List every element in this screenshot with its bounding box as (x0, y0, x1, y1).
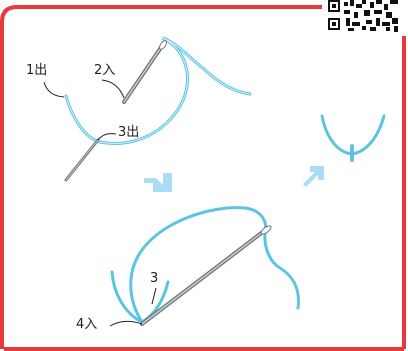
thread-step1-inner (65, 37, 251, 144)
label-step1-out: 1出 (26, 63, 48, 78)
diagram-frame (0, 5, 322, 349)
qr-code-icon (326, 0, 400, 32)
needle-icon (64, 138, 100, 182)
thread-step3-loop (129, 206, 300, 324)
leader-2in (101, 79, 125, 99)
label-step2-in: 2入 (94, 63, 116, 78)
arrow-down-right-icon (144, 173, 172, 192)
label-step4-in: 4入 (76, 317, 98, 332)
leader-4in (109, 320, 143, 327)
label-step3-out: 3出 (118, 125, 140, 140)
leader-3 (151, 287, 157, 305)
leader-1out (43, 81, 65, 98)
thread-step3-left (110, 270, 144, 324)
leader-3out (97, 133, 117, 141)
qr-code-pattern (328, 0, 398, 32)
arrow-up-right-icon (303, 166, 324, 187)
needle-icon (122, 40, 167, 104)
needle-icon (140, 225, 272, 326)
label-step3: 3 (150, 271, 159, 286)
